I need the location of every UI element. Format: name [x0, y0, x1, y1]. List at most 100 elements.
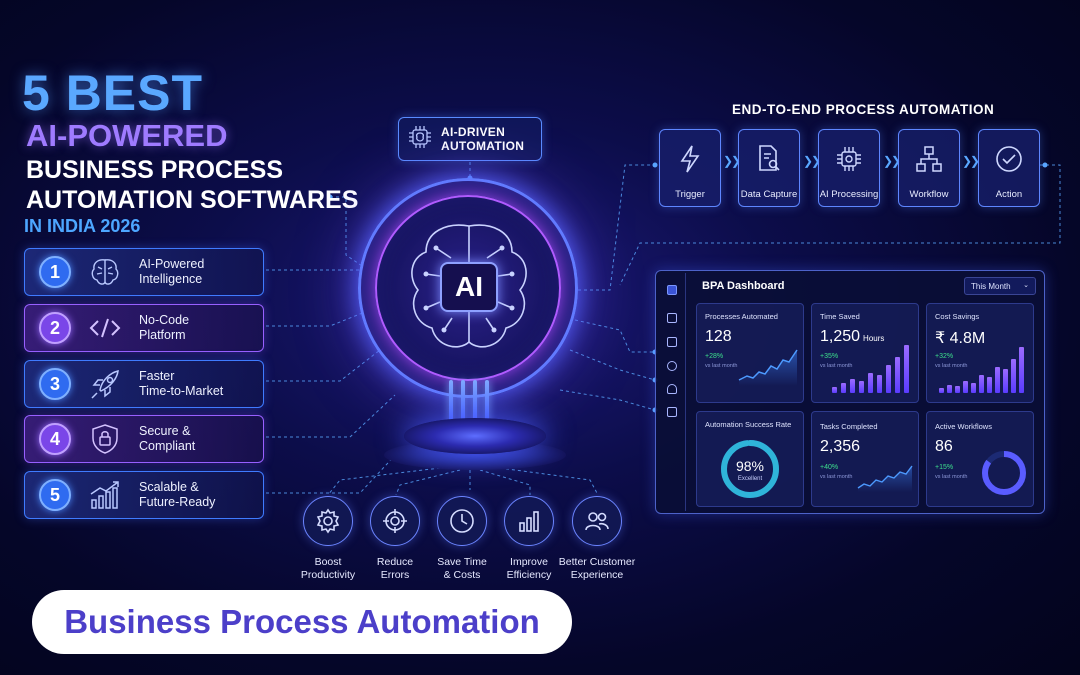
pedestal-pillar	[461, 380, 465, 436]
feature-label: No-Code Platform	[139, 313, 190, 342]
chip-icon	[407, 124, 433, 155]
card-title: Automation Success Rate	[705, 420, 792, 429]
pedestal-top	[404, 418, 546, 454]
dashboard-title: BPA Dashboard	[702, 280, 785, 292]
feature-item-4: 4 Secure & Compliant	[24, 415, 264, 463]
card-value: ₹ 4.8M	[935, 330, 986, 347]
benefit-label: Boost Productivity	[300, 556, 356, 581]
reports-icon[interactable]	[667, 407, 677, 417]
bar	[877, 375, 882, 393]
settings-icon[interactable]	[667, 361, 677, 371]
bar	[850, 379, 855, 393]
bar	[947, 385, 952, 393]
bar	[939, 388, 944, 393]
ai-chip: AI	[440, 262, 498, 312]
title-line-2: AI-POWERED	[26, 118, 228, 153]
flow-arrow: ❯❯	[803, 154, 821, 168]
card-title: Time Saved	[820, 312, 860, 321]
success-rate-ring	[721, 440, 779, 498]
flow-step-data-capture: Data Capture	[738, 129, 800, 207]
bar	[868, 373, 873, 393]
flow-arrow: ❯❯	[723, 154, 741, 168]
ai-orb-ring	[375, 195, 561, 381]
document-search-icon	[756, 144, 782, 179]
document-icon[interactable]	[667, 337, 677, 347]
card-cost-savings: Cost Savings ₹ 4.8M +32% vs last month	[926, 303, 1034, 403]
card-sub: vs last month	[935, 474, 968, 480]
ai-driven-label: AI-DRIVEN AUTOMATION	[441, 125, 525, 153]
card-change: +35%	[820, 353, 839, 360]
brain-icon	[85, 255, 125, 289]
pedestal-pillar	[485, 380, 489, 436]
footer-pill-label: Business Process Automation	[64, 603, 540, 640]
flow-step-label: AI Processing	[819, 189, 879, 200]
flow-step-label: Workflow	[909, 189, 949, 200]
card-success-rate: Automation Success Rate 98% Excellent	[696, 411, 804, 507]
flow-arrow: ❯❯	[962, 154, 980, 168]
bar	[1019, 347, 1024, 393]
feature-item-2: 2 No-Code Platform	[24, 304, 264, 352]
growth-chart-icon	[85, 478, 125, 512]
feature-number: 3	[39, 368, 71, 400]
bar	[987, 377, 992, 393]
card-value: 2,356	[820, 438, 861, 455]
bar	[859, 381, 864, 393]
flow-step-workflow: Workflow	[898, 129, 960, 207]
logo-icon[interactable]	[667, 285, 677, 295]
feature-label: AI-Powered Intelligence	[139, 257, 205, 286]
workflows-ring	[982, 451, 1026, 495]
period-select[interactable]: This Month ⌄	[964, 277, 1036, 295]
benefit-label: Better Customer Experience	[558, 556, 636, 581]
card-sub: vs last month	[705, 363, 738, 369]
brain-circuit-icon	[411, 224, 527, 348]
feature-number: 2	[39, 312, 71, 344]
card-title: Active Workflows	[935, 422, 992, 431]
chevron-down-icon: ⌄	[1023, 282, 1029, 289]
success-rate-value: 98%	[735, 458, 765, 474]
bar-chart-icon	[504, 496, 554, 546]
benefit-label: Improve Efficiency	[506, 556, 552, 581]
sparkline	[738, 349, 798, 386]
feature-label: Secure & Compliant	[139, 424, 196, 453]
title-line-1: 5 BEST	[22, 65, 204, 121]
title-line-3: BUSINESS PROCESS	[26, 156, 284, 184]
check-circle-icon	[994, 144, 1024, 179]
feature-item-1: 1 AI-Powered Intelligence	[24, 248, 264, 296]
bar	[995, 367, 1000, 393]
card-title: Processes Automated	[705, 312, 778, 321]
flow-step-action: Action	[978, 129, 1040, 207]
rocket-icon	[85, 367, 125, 401]
bar	[886, 365, 891, 393]
user-icon[interactable]	[667, 384, 677, 394]
title-line-5: IN INDIA 2026	[24, 216, 141, 236]
card-sub: vs last month	[820, 474, 853, 480]
benefit-label: Save Time & Costs	[437, 556, 487, 581]
hierarchy-icon	[914, 144, 944, 179]
flow-step-label: Trigger	[675, 189, 705, 200]
code-icon	[85, 311, 125, 345]
benefit-label: Reduce Errors	[376, 556, 414, 581]
card-title: Tasks Completed	[820, 422, 878, 431]
period-select-value: This Month	[971, 281, 1011, 291]
footer-pill: Business Process Automation	[32, 590, 572, 654]
home-icon[interactable]	[667, 313, 677, 323]
pedestal-pillar	[449, 380, 453, 436]
bar	[832, 387, 837, 393]
bar	[955, 386, 960, 393]
feature-number: 5	[39, 479, 71, 511]
pedestal-pillar	[473, 380, 477, 436]
feature-label: Scalable & Future-Ready	[139, 480, 216, 509]
card-tasks-completed: Tasks Completed 2,356 +40% vs last month	[811, 411, 919, 507]
ai-driven-badge: AI-DRIVEN AUTOMATION	[398, 117, 542, 161]
flow-step-trigger: Trigger	[659, 129, 721, 207]
feature-number: 1	[39, 256, 71, 288]
title-line-4: AUTOMATION SOFTWARES	[26, 186, 359, 214]
bar	[895, 357, 900, 393]
card-processes-automated: Processes Automated 128 +28% vs last mon…	[696, 303, 804, 403]
clock-icon	[437, 496, 487, 546]
flow-arrow: ❯❯	[883, 154, 901, 168]
flow-step-label: Data Capture	[740, 189, 798, 200]
card-value: 86	[935, 438, 953, 455]
